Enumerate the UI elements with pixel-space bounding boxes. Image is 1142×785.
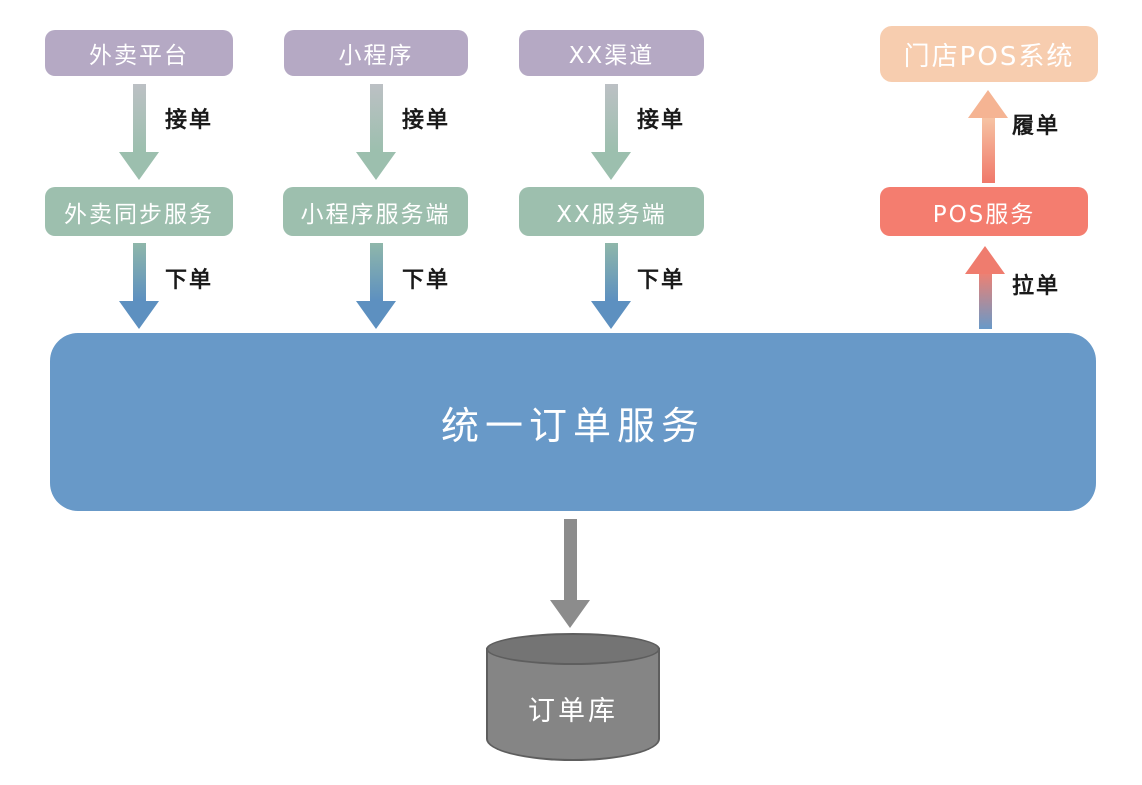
arrow-place-2 [356,243,396,329]
arrow-accept-3 [591,84,631,180]
arrow-shaft [563,519,577,600]
arrow-down-icon [550,600,590,628]
database-label: 订单库 [528,696,618,727]
node-store-pos-system: 门店POS系统 [880,26,1098,82]
arrow-pull [965,246,1005,329]
node-unified-order-service: 统一订单服务 [50,333,1096,511]
arrow-down-icon [591,301,631,329]
arrow-place-1 [119,243,159,329]
arrow-down-icon [119,152,159,180]
edge-label-pull: 拉单 [1012,274,1061,299]
arrow-up-icon [968,90,1008,118]
edge-label-accept-3: 接单 [637,108,686,133]
edge-label-place-2: 下单 [402,268,451,293]
edge-label-fulfill: 履单 [1012,114,1061,139]
edge-label-accept-2: 接单 [402,108,451,133]
database-cylinder-body: 订单库 [486,648,660,761]
edge-label-accept-1: 接单 [165,108,214,133]
arrow-accept-2 [356,84,396,180]
arrow-down-icon [591,152,631,180]
arrow-shaft [369,84,383,152]
arrow-down-icon [356,301,396,329]
arrow-shaft [604,243,618,301]
arrow-shaft [978,274,992,329]
arrow-down-icon [119,301,159,329]
arrow-shaft [981,118,995,183]
node-delivery-platform: 外卖平台 [45,30,233,76]
node-xx-channel: XX渠道 [519,30,704,76]
arrow-to-database [550,519,590,628]
node-xx-server: XX服务端 [519,187,704,236]
arrow-place-3 [591,243,631,329]
arrow-shaft [604,84,618,152]
arrow-shaft [369,243,383,301]
arrow-down-icon [356,152,396,180]
arrow-shaft [132,84,146,152]
arrow-up-icon [965,246,1005,274]
database-cylinder-top [486,633,660,665]
edge-label-place-1: 下单 [165,268,214,293]
arrow-accept-1 [119,84,159,180]
node-delivery-sync-service: 外卖同步服务 [45,187,233,236]
node-mini-program: 小程序 [284,30,468,76]
node-pos-service: POS服务 [880,187,1088,236]
edge-label-place-3: 下单 [637,268,686,293]
arrow-fulfill [968,90,1008,183]
arrow-shaft [132,243,146,301]
database-cylinder: 订单库 [486,633,660,761]
node-mini-program-server: 小程序服务端 [283,187,468,236]
